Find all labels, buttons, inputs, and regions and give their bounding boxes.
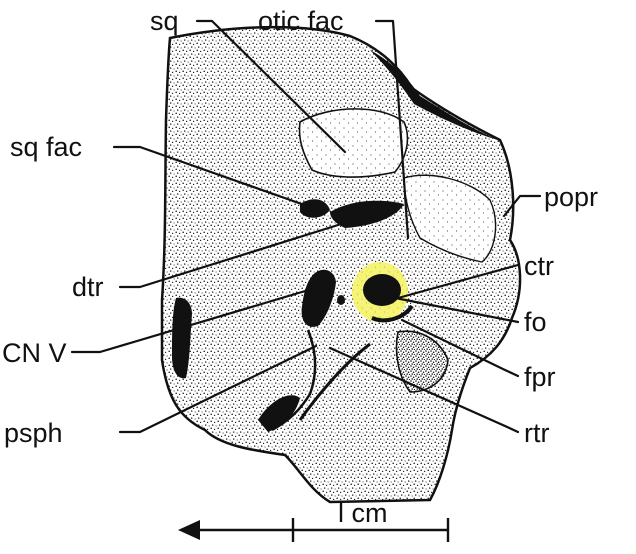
- sq-facet: [300, 199, 330, 218]
- squamosal-plate: [298, 108, 409, 178]
- label-otic-fac: otic fac: [258, 6, 344, 36]
- label-sq: sq: [150, 6, 179, 36]
- leader-cn-v: [70, 284, 324, 354]
- label-dtr: dtr: [72, 272, 104, 302]
- cn-v-notch: [301, 269, 336, 327]
- small-pit: [337, 295, 345, 305]
- label-sq-fac: sq fac: [10, 132, 82, 162]
- leader-psph: [118, 344, 318, 434]
- scale-bar: l cm: [178, 498, 450, 542]
- fpr-rim: [371, 304, 414, 323]
- pterygoid-edge: [395, 330, 449, 393]
- label-fo: fo: [524, 307, 547, 337]
- fenestra-ovalis: [363, 274, 401, 306]
- leader-popr: [502, 194, 542, 218]
- leader-ctr: [396, 263, 520, 300]
- leader-fpr: [400, 318, 520, 378]
- leader-fo: [383, 294, 520, 324]
- label-cn-v: CN V: [2, 338, 67, 368]
- skull-outline: [160, 25, 522, 504]
- label-psph: psph: [4, 418, 63, 448]
- leader-rtr: [328, 346, 520, 434]
- leader-otic-fac: [374, 19, 410, 240]
- left-notch: [172, 297, 192, 379]
- leader-sq: [195, 19, 347, 154]
- rtr-ridge: [298, 342, 371, 421]
- scale-bar-arrowhead: [178, 520, 200, 540]
- scale-bar-label: l cm: [338, 498, 388, 528]
- leader-sq-fac: [112, 145, 315, 210]
- otic-surface: [403, 174, 497, 263]
- leader-dtr: [118, 213, 372, 289]
- label-rtr: rtr: [524, 418, 549, 448]
- label-popr: popr: [544, 182, 598, 212]
- label-fpr: fpr: [524, 362, 556, 392]
- upper-ridge: [370, 50, 498, 140]
- label-ctr: ctr: [524, 251, 554, 281]
- basal-dark: [258, 395, 300, 432]
